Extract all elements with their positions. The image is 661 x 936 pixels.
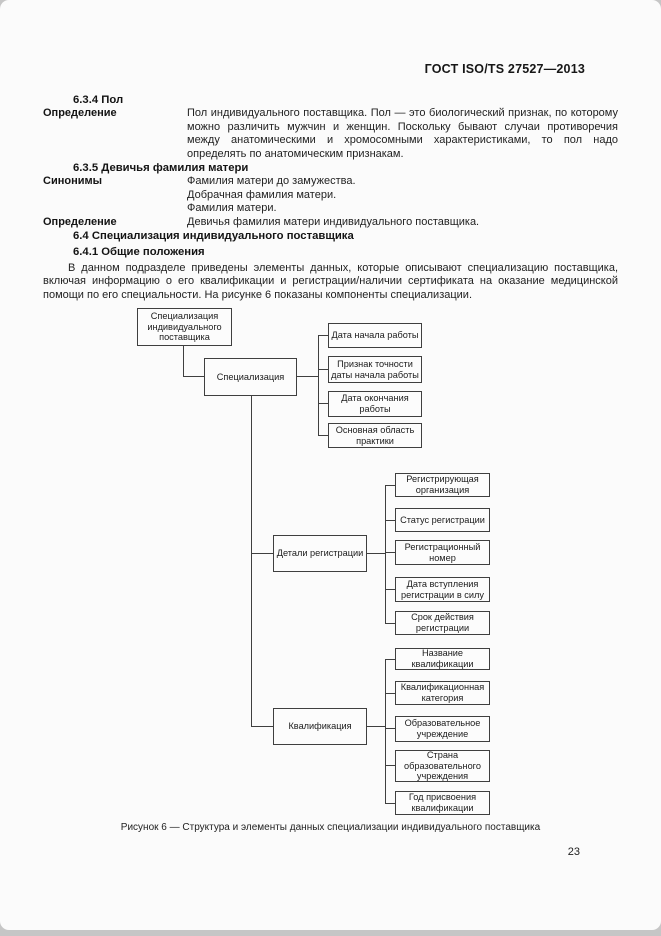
diagram-node-registration-validity: Срок действия регистрации — [395, 611, 490, 635]
definition-text: Девичья фамилия матери индивидуального п… — [187, 215, 480, 228]
connector-line — [385, 485, 396, 487]
connector-line — [318, 335, 329, 337]
connector-line — [318, 403, 329, 405]
synonym-line: Добрачная фамилия матери. — [187, 188, 337, 201]
diagram-node-qualification-category: Квалификационная категория — [395, 681, 490, 705]
connector-line — [367, 553, 386, 555]
section-heading-6-4-1: 6.4.1 Общие положения — [73, 246, 205, 259]
diagram-node-educational-institution: Образовательное учреждение — [395, 716, 490, 742]
definition-text: Пол индивидуального поставщика. Пол — эт… — [187, 107, 618, 160]
diagram-node-institution-country: Страна образовательного учреждения — [395, 750, 490, 782]
term-label: Определение — [43, 107, 117, 120]
connector-line — [385, 589, 396, 591]
connector-line — [385, 485, 387, 624]
diagram-node-qualification: Квалификация — [273, 708, 367, 745]
synonyms-row: Синонимы Фамилия матери до замужества. Д… — [43, 175, 618, 215]
diagram-node-start-date-accuracy: Признак точности даты начала работы — [328, 356, 422, 383]
connector-line — [385, 765, 396, 767]
connector-line — [183, 376, 205, 378]
diagram-node-registration-effective-date: Дата вступления регистрации в силу — [395, 577, 490, 602]
connector-line — [385, 659, 396, 661]
diagram-node-registration-status: Статус регистрации — [395, 508, 490, 532]
connector-line — [385, 693, 396, 695]
section-heading-6-4: 6.4 Специализация индивидуального постав… — [73, 230, 354, 243]
connector-line — [385, 623, 396, 625]
connector-line — [367, 726, 386, 728]
definition-row: Определение Девичья фамилия матери индив… — [43, 216, 618, 229]
connector-line — [251, 553, 274, 555]
connector-line — [385, 659, 387, 804]
figure-caption: Рисунок 6 — Структура и элементы данных … — [120, 822, 541, 833]
section-heading-6-3-5: 6.3.5 Девичья фамилия матери — [73, 162, 249, 175]
diagram-node-registering-organization: Регистрирующая организация — [395, 473, 490, 497]
connector-line — [297, 376, 319, 378]
diagram-node-qualification-year: Год присвоения квалификации — [395, 791, 490, 815]
connector-line — [183, 346, 185, 377]
text-block: 6.3.4 Пол Определение Пол индивидуальног… — [43, 94, 618, 302]
diagram-node-registration-number: Регистрационный номер — [395, 540, 490, 565]
diagram-node-qualification-name: Название квалификации — [395, 648, 490, 670]
connector-line — [385, 520, 396, 522]
document-header: ГОСТ ISO/TS 27527—2013 — [424, 62, 585, 76]
diagram-node-registration-details: Детали регистрации — [273, 535, 367, 572]
connector-line — [385, 552, 396, 554]
diagram-node-root: Специализация индивидуального поставщика — [137, 308, 232, 346]
diagram-node-start-date: Дата начала работы — [328, 323, 422, 348]
diagram-node-main-practice-area: Основная область практики — [328, 423, 422, 448]
connector-line — [251, 396, 253, 727]
section-heading-6-3-4: 6.3.4 Пол — [73, 94, 124, 106]
synonym-line: Фамилия матери до замужества. — [187, 175, 356, 188]
connector-line — [251, 726, 274, 728]
definition-row: Определение Пол индивидуального поставщи… — [43, 107, 618, 161]
term-label: Синонимы — [43, 175, 103, 188]
page-number: 23 — [567, 846, 580, 858]
connector-line — [385, 728, 396, 730]
connector-line — [318, 335, 320, 436]
term-label: Определение — [43, 215, 117, 228]
synonym-line: Фамилия матери. — [187, 202, 277, 215]
connector-line — [318, 435, 329, 437]
connector-line — [318, 369, 329, 371]
synonyms-list: Фамилия матери до замужества. Добрачная … — [187, 175, 618, 215]
diagram-node-specialization: Специализация — [204, 358, 297, 396]
diagram-node-end-date: Дата окончания работы — [328, 391, 422, 417]
connector-line — [385, 803, 396, 805]
body-paragraph: В данном подразделе приведены элементы д… — [43, 261, 618, 301]
